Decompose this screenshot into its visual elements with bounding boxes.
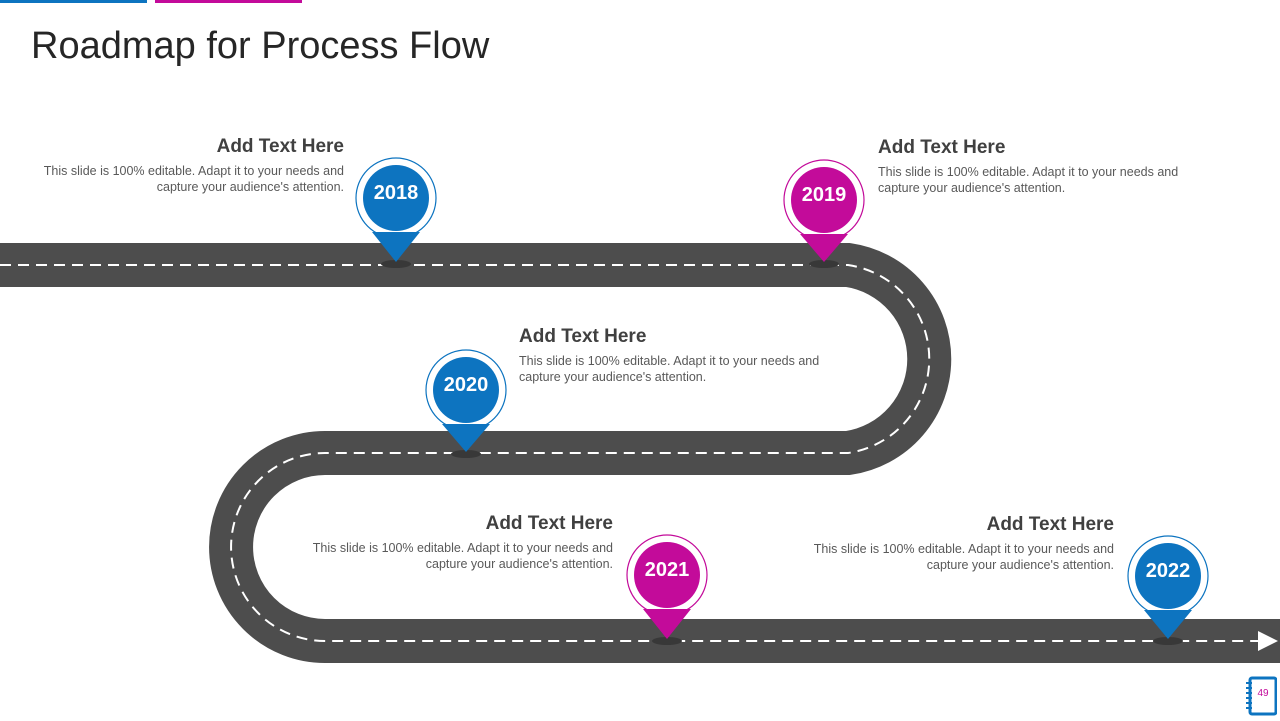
- milestone-pin-2018[interactable]: 2018: [354, 156, 438, 272]
- notebook-icon: [1246, 676, 1278, 716]
- milestone-heading: Add Text Here: [485, 513, 613, 534]
- milestone-text-2020: Add Text Here This slide is 100% editabl…: [519, 326, 859, 385]
- milestone-text-2021: Add Text Here This slide is 100% editabl…: [273, 513, 613, 572]
- milestone-pin-2021[interactable]: 2021: [625, 533, 709, 649]
- milestone-year: 2019: [801, 184, 847, 206]
- milestone-heading: Add Text Here: [986, 514, 1114, 535]
- milestone-text-2022: Add Text Here This slide is 100% editabl…: [774, 514, 1114, 573]
- milestone-text-2018: Add Text Here This slide is 100% editabl…: [4, 136, 344, 195]
- top-accent-bar-blue: [0, 0, 147, 3]
- milestone-text-2019: Add Text Here This slide is 100% editabl…: [878, 137, 1218, 196]
- milestone-heading: Add Text Here: [519, 326, 647, 347]
- milestone-body: This slide is 100% editable. Adapt it to…: [312, 541, 613, 571]
- milestone-body: This slide is 100% editable. Adapt it to…: [519, 354, 820, 384]
- milestone-pin-2019[interactable]: 2019: [782, 158, 866, 274]
- milestone-year: 2021: [644, 559, 690, 581]
- road-arrow-icon: [1258, 631, 1278, 651]
- milestone-pin-2020[interactable]: 2020: [424, 348, 508, 464]
- top-accent-bar-pink: [155, 0, 302, 3]
- map-pin-icon: [425, 349, 507, 458]
- road-center-line: [0, 264, 1258, 642]
- page-number-badge: 49: [1245, 676, 1278, 716]
- milestone-year: 2018: [373, 182, 419, 204]
- map-pin-icon: [783, 159, 865, 268]
- milestone-body: This slide is 100% editable. Adapt it to…: [813, 542, 1114, 572]
- milestone-year: 2022: [1145, 560, 1191, 582]
- map-pin-icon: [1127, 535, 1209, 645]
- milestone-heading: Add Text Here: [878, 137, 1006, 158]
- page-number: 49: [1257, 688, 1269, 699]
- milestone-heading: Add Text Here: [216, 136, 344, 157]
- map-pin-icon: [355, 157, 437, 268]
- milestone-body: This slide is 100% editable. Adapt it to…: [878, 165, 1179, 195]
- milestone-body: This slide is 100% editable. Adapt it to…: [43, 164, 344, 194]
- milestone-year: 2020: [443, 374, 489, 396]
- map-pin-icon: [626, 534, 708, 645]
- milestone-pin-2022[interactable]: 2022: [1126, 534, 1210, 650]
- page-title: Roadmap for Process Flow: [31, 25, 490, 67]
